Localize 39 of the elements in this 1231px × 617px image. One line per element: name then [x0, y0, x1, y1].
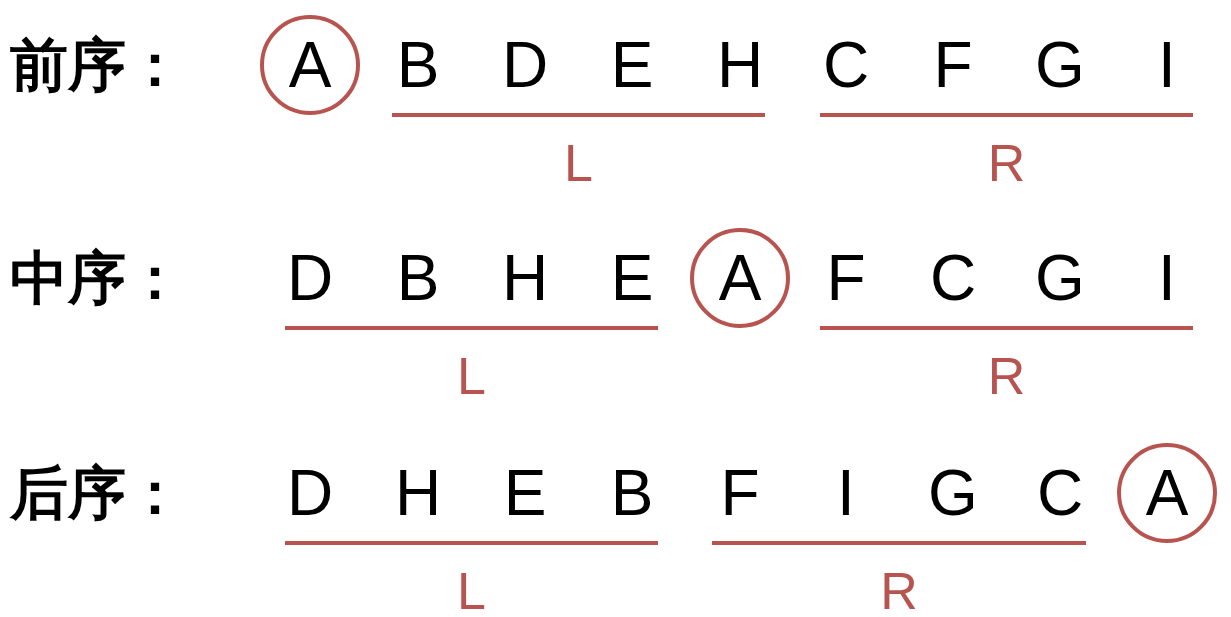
sequence-letter: F [933, 33, 973, 97]
sequence-letter: H [716, 33, 764, 97]
sequence-letter: D [501, 33, 549, 97]
sequence-letter: B [610, 461, 654, 525]
sequence-letter: G [1035, 33, 1085, 97]
sequence-letter: I [1158, 246, 1176, 310]
sequence-letter: B [396, 246, 440, 310]
sequence-letter: E [610, 33, 654, 97]
sequence-letter: H [394, 461, 442, 525]
sequence-letter: D [286, 461, 334, 525]
highlight-circle [260, 15, 360, 115]
sequence-letter: C [929, 246, 977, 310]
subtree-label: R [880, 565, 918, 617]
sequence-letter: I [1158, 33, 1176, 97]
highlight-circle [1117, 443, 1217, 543]
row-heading: 后序： [10, 464, 184, 522]
subtree-label: L [564, 137, 593, 189]
row-heading: 中序： [10, 249, 184, 307]
root-letter: A [1145, 461, 1189, 525]
sequence-letter: H [501, 246, 549, 310]
sequence-letter: I [837, 461, 855, 525]
sequence-letter: C [822, 33, 870, 97]
subtree-label: R [987, 350, 1026, 402]
root-letter: A [288, 33, 332, 97]
sequence-letter: E [503, 461, 547, 525]
subtree-label: L [457, 565, 486, 617]
sequence-letter: F [720, 461, 760, 525]
subtree-label: R [987, 137, 1026, 189]
subtree-label: L [457, 350, 486, 402]
sequence-letter: B [396, 33, 440, 97]
sequence-letter: D [286, 246, 334, 310]
sequence-letter: F [826, 246, 866, 310]
sequence-letter: G [1035, 246, 1085, 310]
sequence-letter: C [1036, 461, 1084, 525]
root-letter: A [718, 246, 762, 310]
highlight-circle [690, 228, 790, 328]
row-heading: 前序： [10, 36, 184, 94]
sequence-letter: G [928, 461, 978, 525]
sequence-letter: E [610, 246, 654, 310]
